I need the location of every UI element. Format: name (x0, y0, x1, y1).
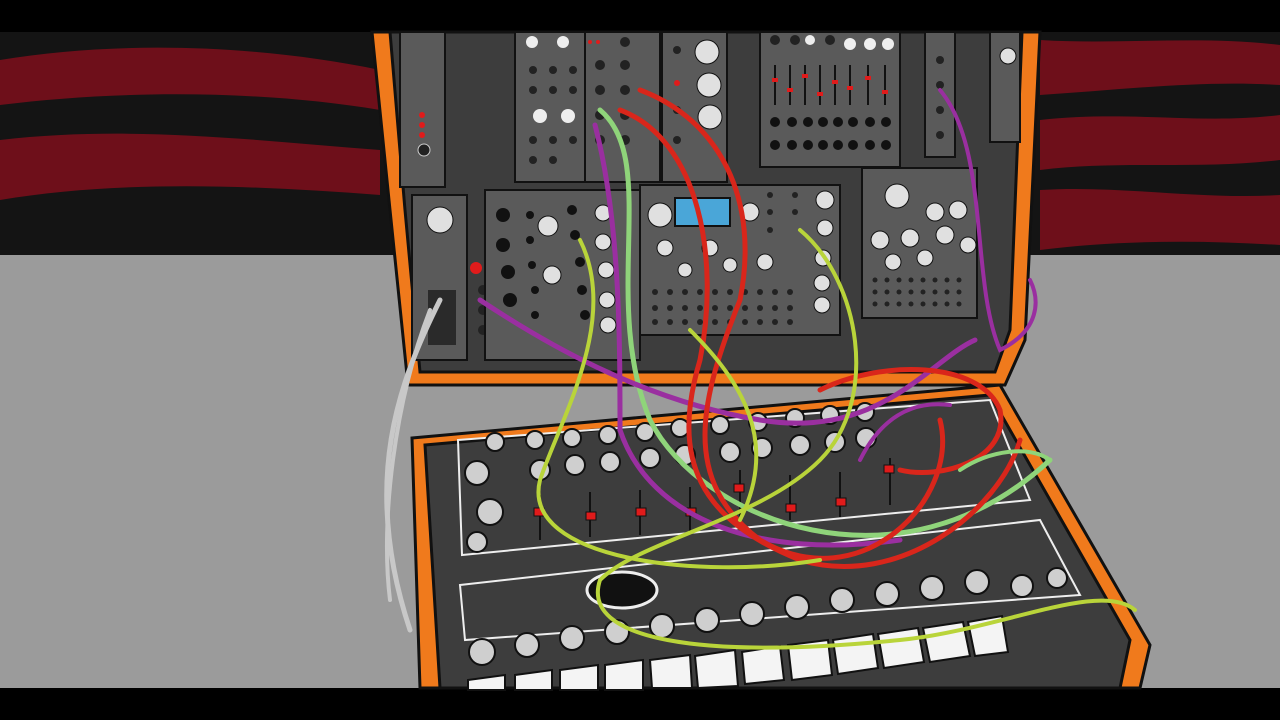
patch-cables (384, 87, 1137, 650)
jog-wheel (585, 570, 659, 610)
top-modules (399, 31, 1021, 188)
bottom-letterbox (0, 688, 1280, 720)
top-letterbox (0, 0, 1280, 32)
